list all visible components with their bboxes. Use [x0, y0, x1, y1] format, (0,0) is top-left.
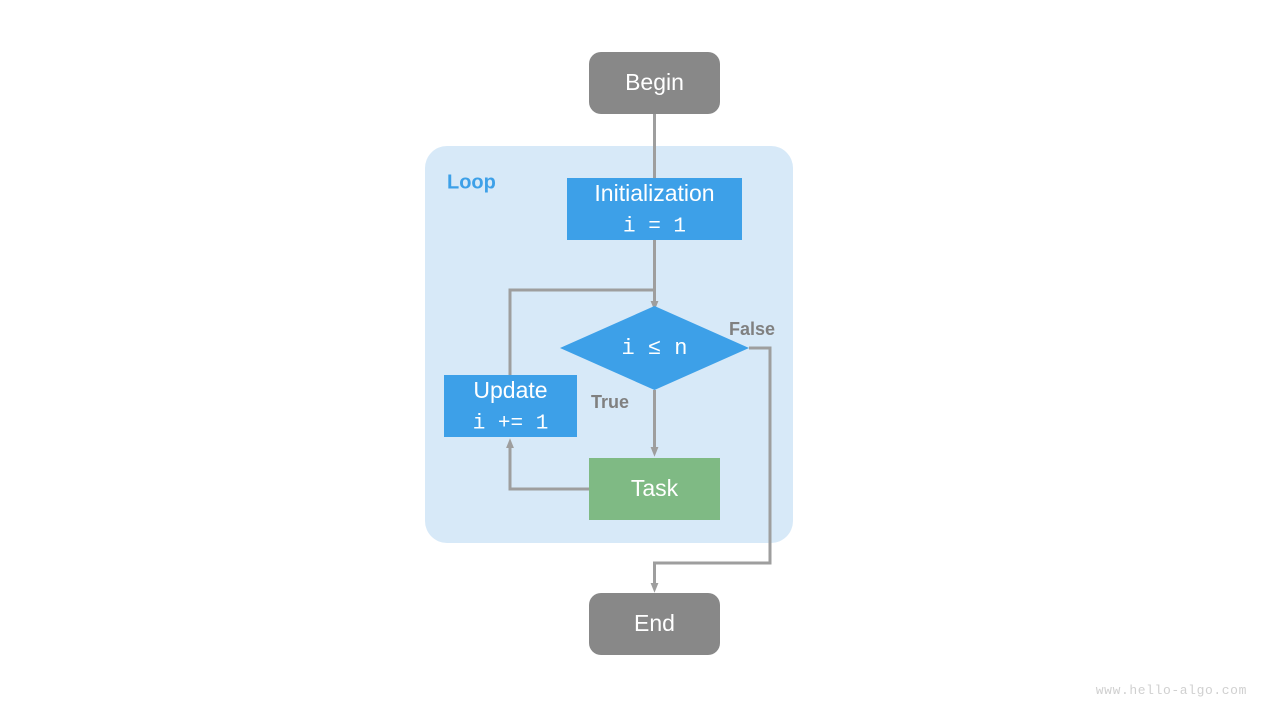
node-condition[interactable]: i ≤ n	[560, 306, 749, 390]
node-end-label: End	[634, 610, 675, 636]
node-initialization-code: i = 1	[623, 216, 686, 239]
node-initialization[interactable]: Initialization i = 1	[567, 178, 742, 240]
node-begin-shape	[589, 52, 720, 114]
node-condition-code: i ≤ n	[621, 336, 687, 361]
node-begin[interactable]: Begin	[589, 52, 720, 114]
node-end-shape	[589, 593, 720, 655]
edge-label-true: True	[591, 392, 629, 412]
node-update[interactable]: Update i += 1	[444, 375, 577, 437]
node-update-code: i += 1	[473, 413, 549, 436]
edge-condition-to-end	[650, 346, 772, 593]
edge-task-to-update	[506, 438, 589, 491]
node-initialization-label: Initialization	[594, 180, 714, 206]
node-end[interactable]: End	[589, 593, 720, 655]
watermark: www.hello-algo.com	[1095, 683, 1247, 698]
node-task[interactable]: Task	[589, 458, 720, 520]
node-initialization-shape	[567, 178, 742, 240]
node-task-label: Task	[631, 475, 679, 501]
node-begin-label: Begin	[625, 69, 684, 95]
edge-label-false: False	[729, 319, 775, 339]
edge-update-to-condition	[508, 288, 655, 375]
loop-group-label: Loop	[447, 171, 496, 193]
node-condition-shape	[560, 306, 749, 390]
node-update-shape	[444, 375, 577, 437]
node-task-shape	[589, 458, 720, 520]
node-update-label: Update	[473, 377, 547, 403]
